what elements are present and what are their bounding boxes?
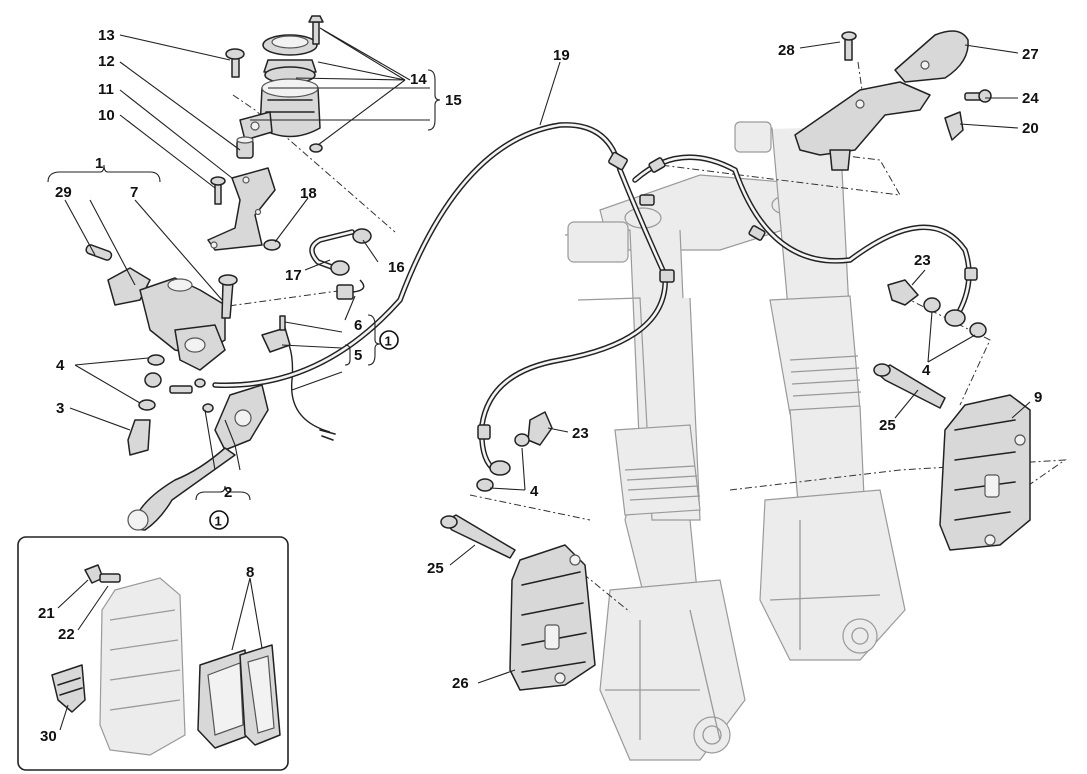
callout-8: 8	[246, 564, 254, 581]
caliper-bolts	[440, 363, 946, 559]
callout-24: 24	[1022, 90, 1039, 107]
callout-26: 26	[452, 675, 469, 692]
callout-11: 11	[98, 81, 114, 98]
front-fork-assembly	[564, 121, 906, 761]
brake-light-switch	[261, 279, 365, 441]
brake-pad-inset	[17, 536, 289, 771]
callout-18: 18	[300, 185, 317, 202]
callout-17: 17	[285, 267, 302, 284]
left-brake-caliper	[509, 544, 596, 691]
brake-hose	[212, 122, 978, 476]
callout-4-left: 4	[530, 483, 539, 500]
left-banjo-bolt	[476, 411, 553, 492]
callout-15: 15	[445, 92, 462, 109]
callout-2: 2	[224, 484, 232, 501]
callout-14: 14	[410, 71, 427, 88]
callout-27: 27	[1022, 46, 1039, 63]
kit-markers: 1 1	[209, 330, 399, 530]
kit-marker-2: 1	[215, 514, 222, 529]
callout-13: 13	[98, 27, 115, 44]
brake-master-cylinder	[85, 244, 238, 456]
kit-marker-5-6: 1	[385, 334, 392, 349]
callout-3: 3	[56, 400, 64, 417]
callout-21: 21	[38, 605, 55, 622]
callout-28: 28	[778, 42, 795, 59]
callout-9: 9	[1034, 389, 1042, 406]
callout-25-right: 25	[879, 417, 896, 434]
callout-22: 22	[58, 626, 75, 643]
right-banjo-bolt	[887, 279, 987, 338]
callout-16: 16	[388, 259, 405, 276]
callout-1: 1	[95, 155, 103, 172]
callout-20: 20	[1022, 120, 1039, 137]
callout-4-lever: 4	[56, 357, 65, 374]
brake-fluid-reservoir	[225, 15, 324, 153]
callout-30: 30	[40, 728, 57, 745]
reservoir-hose	[309, 228, 372, 276]
callout-7: 7	[130, 184, 138, 201]
hose-support-bracket	[794, 30, 992, 171]
callout-4-right: 4	[922, 362, 931, 379]
callout-leaders	[47, 27, 1031, 731]
reservoir-bracket	[207, 136, 281, 251]
callout-23-right: 23	[914, 252, 931, 269]
callout-6: 6	[354, 317, 362, 334]
right-brake-caliper	[939, 394, 1031, 551]
callout-23-left: 23	[572, 425, 589, 442]
callout-12: 12	[98, 53, 115, 70]
callout-10: 10	[98, 107, 115, 124]
callout-19: 19	[553, 47, 570, 64]
callout-25-left: 25	[427, 560, 444, 577]
callout-5: 5	[354, 347, 362, 364]
callout-numbers: 13 12 11 10 14 15 1 29 7 18 16 17 6 5 4 …	[38, 27, 1042, 745]
callout-29: 29	[55, 184, 72, 201]
